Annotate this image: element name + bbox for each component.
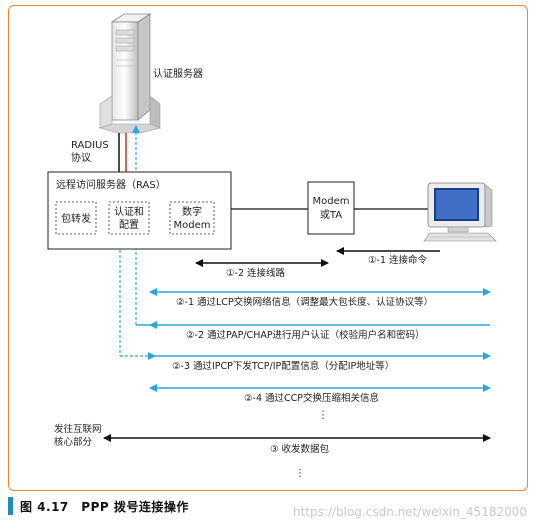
digital-modem-label-1: 数字 [182,205,202,218]
modem-ta-box [307,181,355,235]
step-2-1-label: ②-1 通过LCP交换网络信息（调整最大包长度、认证协议等） [176,296,433,308]
modem-ta-label-1: Modem [313,196,350,207]
radius-label-1: RADIUS [71,140,109,151]
ras-box [47,171,232,250]
packet-forward-box [55,201,97,235]
radius-label-2: 协议 [71,151,91,164]
caption-bar [8,497,13,515]
auth-config-label-1: 认证和 [114,205,144,218]
ppp-dial-diagram: 认证服务器 RADIUS 协议 远程访问服务器（RAS） 包转发 认证和 配置 … [47,13,497,479]
digital-modem-label-2: Modem [174,220,211,231]
auth-config-box [108,201,150,235]
dots-1: ⋮ [318,410,328,421]
modem-ta-label-2: 或TA [320,209,342,221]
auth-server-label: 认证服务器 [153,67,203,80]
auth-config-label-2: 配置 [119,219,139,231]
figure-caption: 图 4.17 PPP 拨号连接操作 [20,500,189,514]
step-3-label: ③ 收发数据包 [270,443,330,455]
computer-icon [423,182,497,242]
dots-2: ⋮ [295,468,305,479]
step-2-4-label: ②-4 通过CCP交换压缩相关信息 [244,392,379,404]
ras-title: 远程访问服务器（RAS） [56,178,166,191]
step-2-2-label: ②-2 通过PAP/CHAP进行用户认证（校验用户名和密码） [186,329,425,341]
watermark: https://blog.csdn.net/weixin_45182000 [292,505,527,519]
packet-forward-label: 包转发 [61,212,91,225]
step-1-1-label: ①-1 连接命令 [368,254,428,266]
step-1-2-label: ①-2 连接线路 [226,267,286,279]
digital-modem-box [169,201,215,235]
figure-frame [8,5,528,491]
server-icon [98,13,161,134]
internet-core-label-1: 发往互联网 [54,423,102,435]
step-2-3-label: ②-3 通过IPCP下发TCP/IP配置信息（分配IP地址等） [172,360,394,372]
internet-core-label-2: 核心部分 [54,436,93,448]
